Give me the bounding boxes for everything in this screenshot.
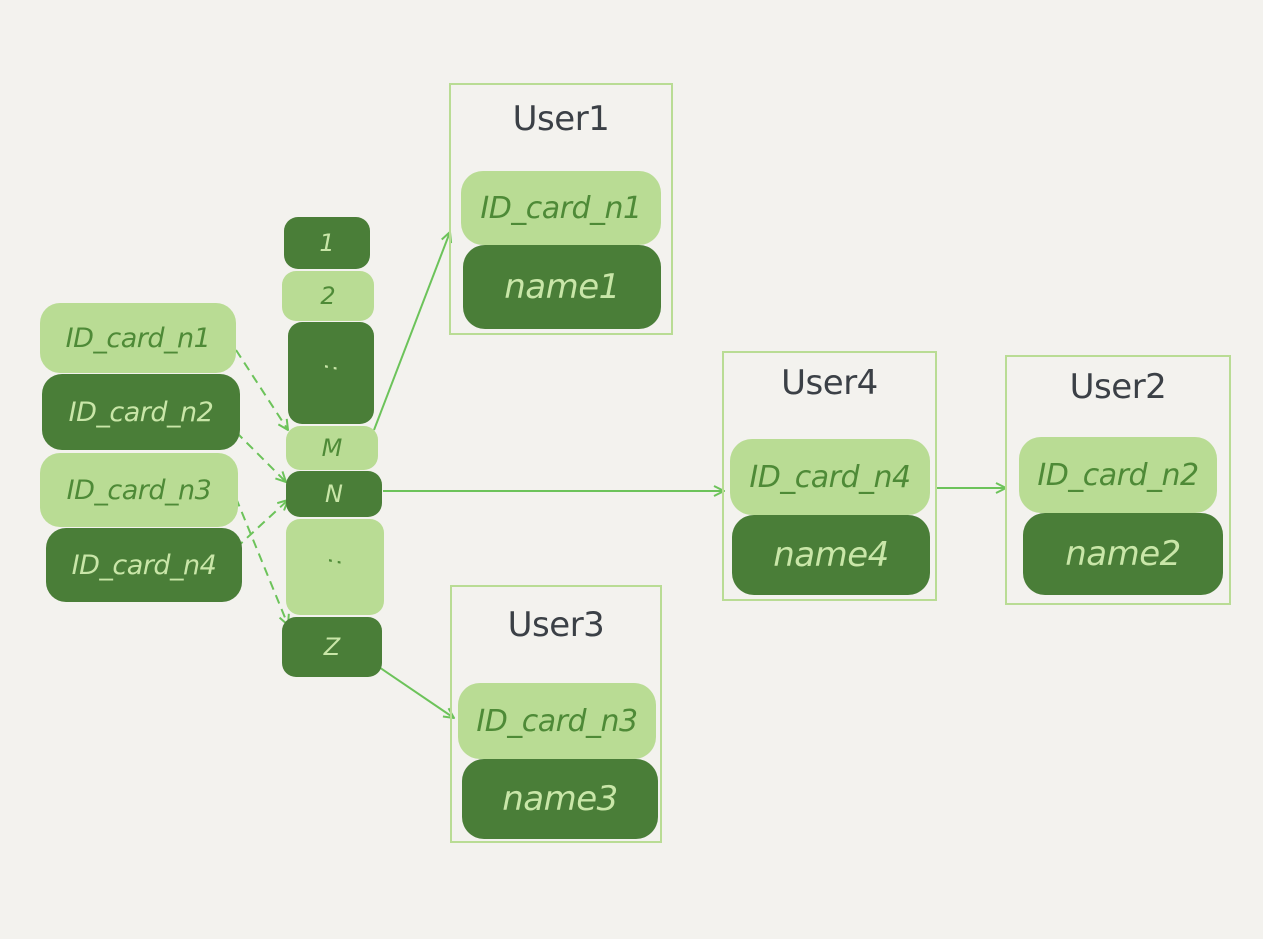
id-card-field: ID_card_n2: [1019, 437, 1217, 513]
hash-slot-ellipsis: :: [288, 322, 374, 424]
name-field: name4: [732, 515, 930, 595]
name-field: name2: [1023, 513, 1223, 595]
key-item: ID_card_n2: [42, 374, 240, 450]
hash-slot: 1: [284, 217, 370, 269]
hash-slot: 2: [282, 271, 374, 321]
arrow-n2-to-n: [235, 431, 286, 482]
id-card-field: ID_card_n4: [730, 439, 930, 515]
hash-slot: M: [286, 426, 378, 470]
hash-slot-ellipsis: :: [286, 519, 384, 615]
arrow-n4-to-n: [235, 500, 288, 549]
id-card-field: ID_card_n1: [461, 171, 661, 245]
key-item: ID_card_n1: [40, 303, 236, 373]
user-title: User4: [781, 363, 878, 403]
user4-record: User4 ID_card_n4 name4: [722, 351, 937, 601]
user3-record: User3 ID_card_n3 name3: [450, 585, 662, 843]
name-field: name1: [463, 245, 661, 329]
key-item: ID_card_n4: [46, 528, 242, 602]
hash-slot: Z: [282, 617, 382, 677]
arrow-m-to-user1: [373, 232, 450, 431]
hash-slot: N: [286, 471, 382, 517]
user-title: User2: [1069, 367, 1167, 407]
name-field: name3: [462, 759, 658, 839]
arrow-n1-to-m: [235, 349, 288, 430]
key-item: ID_card_n3: [40, 453, 238, 527]
user1-record: User1 ID_card_n1 name1: [449, 83, 673, 335]
user2-record: User2 ID_card_n2 name2: [1005, 355, 1231, 605]
arrow-n3-to-z: [235, 497, 288, 625]
id-card-field: ID_card_n3: [458, 683, 656, 759]
user-title: User3: [507, 605, 605, 645]
arrow-z-to-user3: [375, 664, 454, 718]
user-title: User1: [512, 99, 610, 139]
